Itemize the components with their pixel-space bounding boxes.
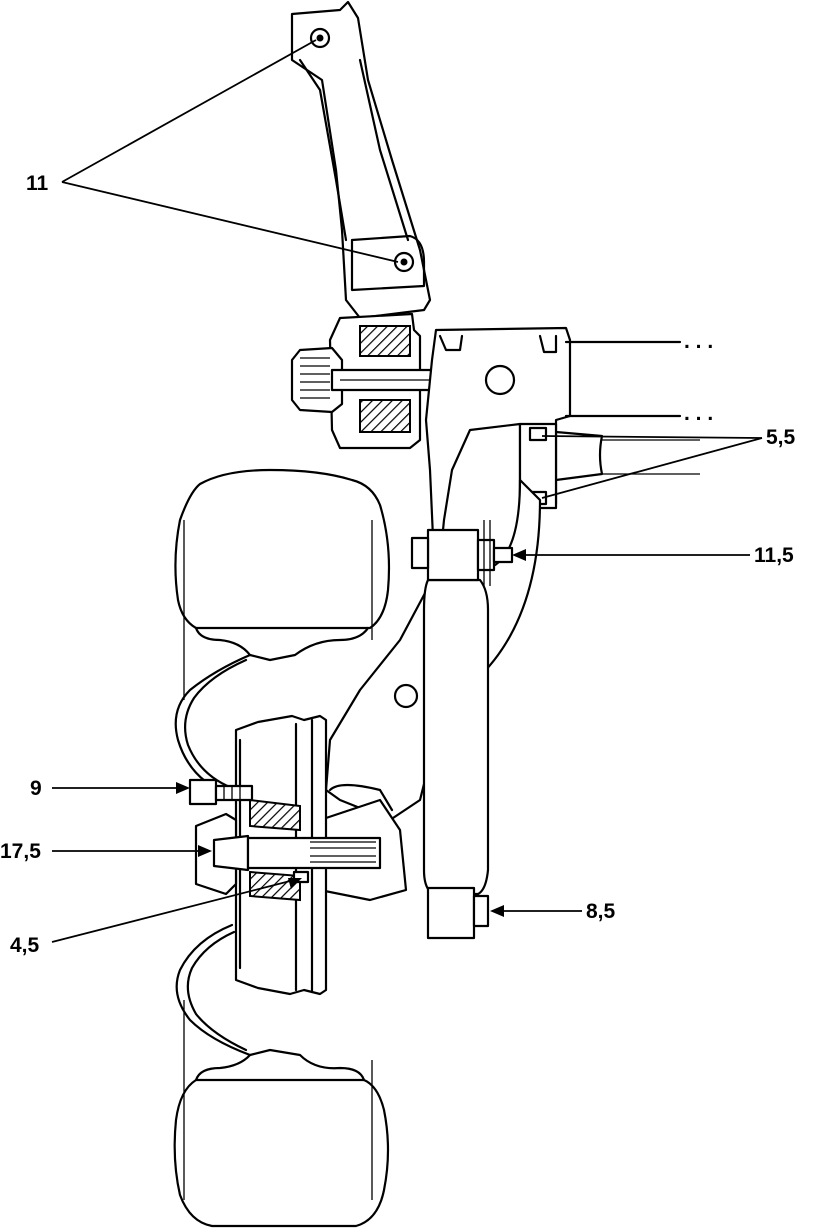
callout-bracket-bolts: 5,5 (541, 426, 796, 499)
pivot-bushing (290, 312, 444, 450)
callout-brake-bolt: 9 (30, 777, 190, 800)
svg-text:. . .: . . . (684, 330, 713, 353)
callout-lower-link-bolt: 8,5 (490, 900, 616, 923)
label-brake-bolt: 9 (30, 777, 42, 800)
label-bearing-screw: 4,5 (10, 934, 40, 957)
svg-text:. . .: . . . (684, 402, 713, 425)
strut-mount-arm (290, 0, 432, 320)
callout-bearing-screw: 4,5 (10, 878, 302, 957)
subframe-bracket: . . . . . . (424, 326, 713, 562)
label-hub-nut: 17,5 (0, 840, 41, 863)
hub-brake-drum (188, 714, 382, 996)
wheel-tire (173, 468, 391, 1228)
shock-absorber (410, 520, 514, 940)
label-upper-link-bolt: 11,5 (754, 544, 794, 567)
callout-hub-nut: 17,5 (0, 840, 212, 863)
label-bracket-bolts: 5,5 (766, 426, 796, 449)
callout-upper-link-bolt: 11,5 (512, 544, 794, 567)
label-lower-link-bolt: 8,5 (586, 900, 616, 923)
label-pivot-bolts: 11 (26, 172, 49, 195)
callout-pivot-bolts: 11 (26, 39, 399, 263)
